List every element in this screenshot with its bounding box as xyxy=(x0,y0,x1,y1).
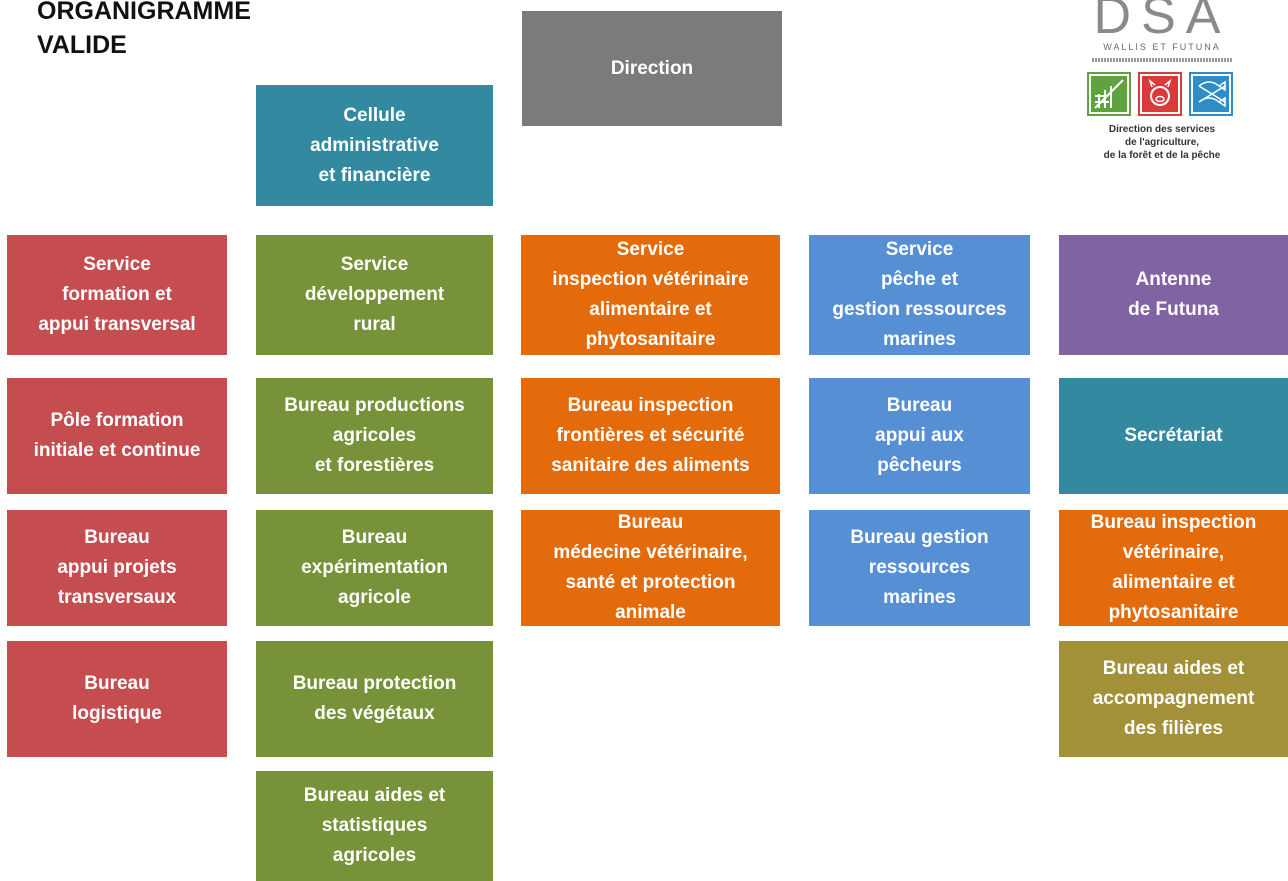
node-bureau-protection: Bureau protection des végétaux xyxy=(256,641,493,757)
node-label-line: Bureau xyxy=(617,512,684,533)
node-label-line: Service xyxy=(83,254,151,275)
title-line-1: ORGANIGRAMME xyxy=(37,0,251,25)
node-label-line: Bureau aides et xyxy=(1102,658,1245,679)
node-label-line: ressources xyxy=(868,557,971,578)
node-label-line: Bureau productions xyxy=(284,395,465,416)
node-label-line: appui transversal xyxy=(38,314,196,335)
node-service-peche: Service pêche et gestion ressources marines xyxy=(809,235,1030,355)
node-label-line: des filières xyxy=(1123,718,1224,739)
node-label-line: médecine vétérinaire, xyxy=(553,542,748,563)
node-bureau-appui-projets: Bureau appui projets transversaux xyxy=(7,510,227,626)
node-label-line: animale xyxy=(615,602,686,623)
node-label-line: rural xyxy=(353,314,396,335)
node-label-line: Service xyxy=(616,239,685,260)
node-label-line: des végétaux xyxy=(314,703,435,724)
node-label-line: vétérinaire, xyxy=(1122,542,1225,563)
logo-divider xyxy=(1092,58,1232,62)
node-label-line: expérimentation xyxy=(301,557,448,578)
node-label-line: appui aux xyxy=(875,425,964,446)
node-label-line: et financière xyxy=(318,164,431,186)
node-label-line: agricoles xyxy=(332,425,417,446)
node-label-line: Bureau xyxy=(886,395,953,416)
node-label-line: Bureau xyxy=(341,527,408,548)
node-secretariat: Secrétariat xyxy=(1059,378,1288,494)
node-label-line: gestion ressources xyxy=(832,299,1007,320)
node-label-line: transversaux xyxy=(57,587,177,608)
node-label-line: marines xyxy=(883,587,956,608)
logo-caption-line-3: de la forêt et de la pêche xyxy=(1103,150,1221,161)
node-label-line: alimentaire et xyxy=(1112,572,1235,593)
node-label-line: agricoles xyxy=(332,845,417,866)
node-label-line: accompagnement xyxy=(1092,688,1255,709)
node-label-line: Bureau protection xyxy=(292,673,457,694)
node-bureau-logistique: Bureau logistique xyxy=(7,641,227,757)
node-service-inspection: Service inspection vétérinaire alimentaire… xyxy=(521,235,780,355)
logo-icons xyxy=(1087,72,1233,116)
logo-subtitle: WALLIS ET FUTUNA xyxy=(1103,42,1221,52)
node-bureau-medecine: Bureau médecine vétérinaire, santé et prot… xyxy=(521,510,780,626)
node-pole-formation: Pôle formation initiale et continue xyxy=(7,378,227,494)
node-label-line: administrative xyxy=(310,134,439,156)
pig-icon xyxy=(1138,72,1182,116)
node-label-line: Service xyxy=(885,239,954,260)
fish-icon xyxy=(1189,72,1233,116)
node-bureau-gestion-ressources: Bureau gestion ressources marines xyxy=(809,510,1030,626)
node-label-line: initiale et continue xyxy=(33,440,201,461)
node-label-line: pêcheurs xyxy=(877,455,962,476)
node-label-line: agricole xyxy=(338,587,411,608)
title-line-2: VALIDE xyxy=(37,31,127,59)
node-label-line: Bureau gestion xyxy=(850,527,989,548)
node-bureau-aides-statistiques: Bureau aides et statistiques agricoles xyxy=(256,771,493,881)
node-label-line: Bureau xyxy=(84,673,150,694)
node-label-line: phytosanitaire xyxy=(1108,602,1239,623)
node-service-developpement: Service développement rural xyxy=(256,235,493,355)
node-label-line: de Futuna xyxy=(1128,299,1219,320)
node-label-line: Service xyxy=(340,254,409,275)
node-bureau-aides-filieres: Bureau aides et accompagnement des filière… xyxy=(1059,641,1288,757)
node-label-line: marines xyxy=(883,329,956,350)
diagram-title: ORGANIGRAMME VALIDE xyxy=(37,0,251,62)
node-label-line: pêche et xyxy=(880,269,959,290)
node-label-line: frontières et sécurité xyxy=(556,425,745,446)
node-bureau-productions: Bureau productions agricoles et forestière… xyxy=(256,378,493,494)
node-label-line: santé et protection xyxy=(565,572,736,593)
node-bureau-appui-pecheurs: Bureau appui aux pêcheurs xyxy=(809,378,1030,494)
node-label-line: Direction xyxy=(610,57,694,79)
node-cellule-administrative: Cellule administrative et financière xyxy=(256,85,493,206)
node-bureau-inspection-futuna: Bureau inspection vétérinaire, alimentaire… xyxy=(1059,510,1288,626)
node-label-line: Bureau inspection xyxy=(1090,512,1257,533)
node-direction: Direction xyxy=(522,11,782,126)
node-label-line: appui projets xyxy=(57,557,177,578)
logo-caption: Direction des services de l'agriculture,… xyxy=(1082,123,1242,162)
node-label-line: phytosanitaire xyxy=(585,329,716,350)
logo-caption-line-2: de l'agriculture, xyxy=(1124,137,1200,148)
node-label-line: alimentaire et xyxy=(589,299,712,320)
node-label-line: et forestières xyxy=(314,455,435,476)
node-label-line: Secrétariat xyxy=(1124,425,1223,446)
node-label-line: Bureau aides et xyxy=(303,785,446,806)
leaf-icon xyxy=(1087,72,1131,116)
node-service-formation: Service formation et appui transversal xyxy=(7,235,227,355)
node-label-line: Bureau xyxy=(84,527,150,548)
node-label-line: statistiques xyxy=(321,815,428,836)
logo-caption-line-1: Direction des services xyxy=(1108,124,1216,135)
node-label-line: Pôle formation xyxy=(50,410,184,431)
node-label-line: inspection vétérinaire xyxy=(552,269,749,290)
node-label-line: formation et xyxy=(62,284,172,305)
node-bureau-experimentation: Bureau expérimentation agricole xyxy=(256,510,493,626)
node-label-line: Bureau inspection xyxy=(567,395,734,416)
node-label-line: Antenne xyxy=(1135,269,1212,290)
node-bureau-inspection-frontieres: Bureau inspection frontières et sécurité s… xyxy=(521,378,780,494)
node-label-line: logistique xyxy=(72,703,162,724)
logo-letters: DSA xyxy=(1093,0,1231,45)
dsa-logo: DSA WALLIS ET FUTUNA Direction des servi… xyxy=(1082,0,1242,175)
node-label-line: développement xyxy=(304,284,445,305)
node-label-line: sanitaire des aliments xyxy=(551,455,750,476)
node-antenne-futuna: Antenne de Futuna xyxy=(1059,235,1288,355)
node-label-line: Cellule xyxy=(343,104,406,126)
